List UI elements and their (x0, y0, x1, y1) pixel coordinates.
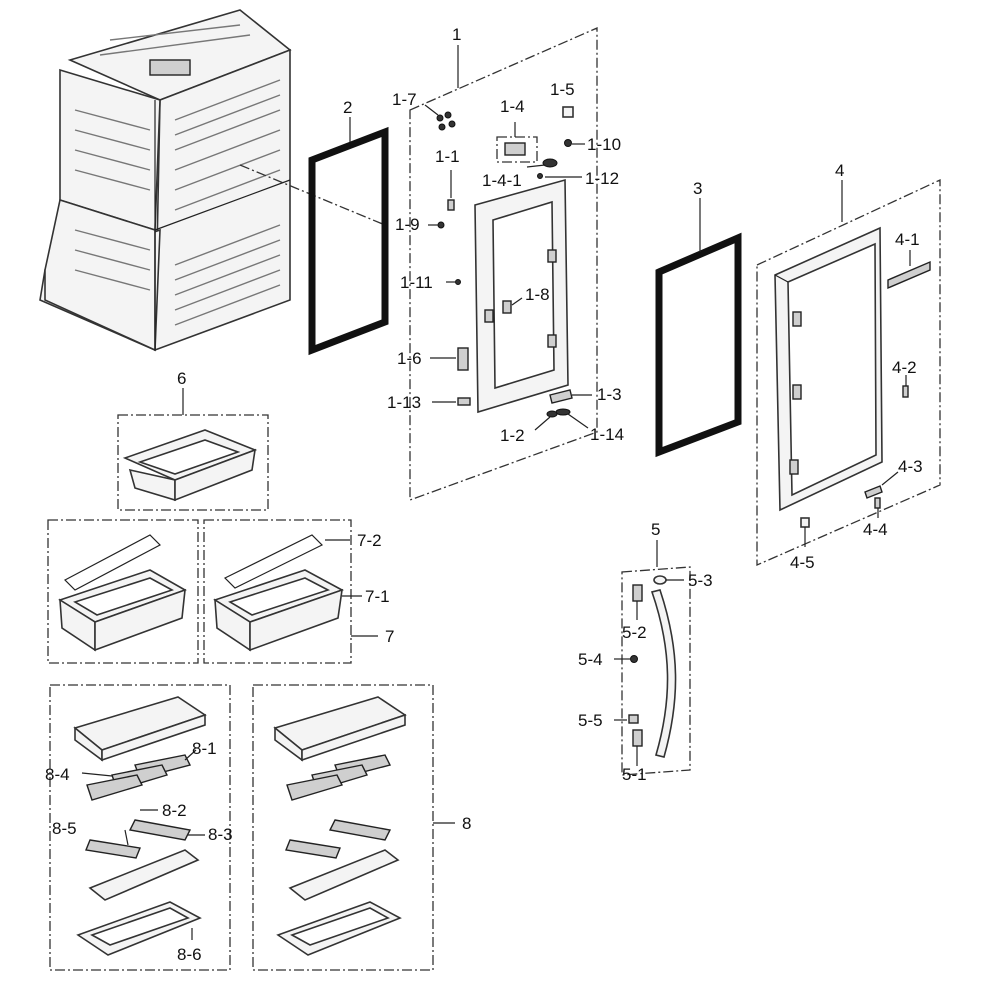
label-4-1: 4-1 (895, 230, 920, 249)
part-4-1-trim (887, 260, 931, 290)
label-2: 2 (343, 98, 352, 117)
part-1-10-screw (564, 139, 572, 147)
label-8-5: 8-5 (52, 819, 77, 838)
handle-boundary (621, 566, 691, 776)
label-7: 7 (385, 627, 394, 646)
part-5-4-screw (630, 655, 638, 663)
part-4-4-pin (874, 497, 881, 509)
part-1-1-stopper (447, 199, 455, 211)
label-1-10: 1-10 (587, 135, 621, 154)
label-7-2: 7-2 (357, 531, 382, 550)
part-4-2-pin (902, 385, 909, 398)
part-1-13-pad (457, 397, 471, 406)
part-1-14-washer (555, 408, 571, 416)
part-1-7-screws (436, 111, 456, 131)
door-handle (650, 589, 677, 758)
refrigerator-cabinet (39, 9, 292, 352)
label-1: 1 (452, 25, 461, 44)
label-6: 6 (177, 369, 186, 388)
label-3: 3 (693, 179, 702, 198)
label-8-2: 8-2 (162, 801, 187, 820)
label-1-5: 1-5 (550, 80, 575, 99)
label-1-13: 1-13 (387, 393, 421, 412)
door-gasket-right (655, 232, 742, 458)
bin-6-boundary (117, 414, 269, 511)
drawer-assembly-8b (273, 696, 407, 956)
label-4-2: 4-2 (892, 358, 917, 377)
part-4-5-cap (800, 517, 810, 528)
label-1-6: 1-6 (397, 349, 422, 368)
outer-door-panel (774, 226, 883, 512)
label-1-3: 1-3 (597, 385, 622, 404)
label-8-4: 8-4 (45, 765, 70, 784)
drawer-8b-boundary (252, 684, 434, 971)
label-1-9: 1-9 (395, 215, 420, 234)
door-assembly-boundary (409, 27, 598, 501)
door-bin-6 (122, 429, 258, 502)
door-bin-7a (58, 534, 187, 652)
label-1-7: 1-7 (392, 90, 417, 109)
label-4-3: 4-3 (898, 457, 923, 476)
label-8: 8 (462, 814, 471, 833)
label-5: 5 (651, 520, 660, 539)
label-1-12: 1-12 (585, 169, 619, 188)
part-5-3-cap (653, 575, 667, 585)
bin-7a-boundary (47, 519, 199, 664)
label-4: 4 (835, 161, 844, 180)
outer-door-boundary (756, 178, 941, 566)
part-5-2-bracket (632, 584, 643, 602)
label-5-1: 5-1 (622, 765, 647, 784)
part-1-9-screw (437, 221, 445, 229)
part-4-3-bracket (864, 485, 883, 499)
label-8-6: 8-6 (177, 945, 202, 964)
part-1-5-cap (562, 106, 574, 118)
label-4-5: 4-5 (790, 553, 815, 572)
part-1-4-1-washer (542, 158, 558, 168)
label-8-1: 8-1 (192, 739, 217, 758)
label-1-4: 1-4 (500, 97, 525, 116)
part-1-12-pin (537, 173, 543, 179)
inner-door-frame (474, 178, 569, 414)
label-1-4-1: 1-4-1 (482, 171, 522, 190)
drawer-8a-boundary (49, 684, 231, 971)
label-1-11: 1-11 (400, 273, 433, 292)
label-1-2: 1-2 (500, 426, 525, 445)
part-1-2-washer (546, 410, 558, 418)
label-5-5: 5-5 (578, 711, 603, 730)
part-5-1-bracket (632, 729, 643, 747)
part-1-4-bracket-box (496, 136, 538, 163)
part-1-11-screw (455, 279, 461, 285)
label-1-8: 1-8 (525, 285, 550, 304)
label-5-3: 5-3 (688, 571, 713, 590)
label-1-14: 1-14 (590, 425, 624, 444)
part-1-3-bracket (549, 389, 573, 404)
bin-7b-boundary (203, 519, 352, 664)
drawer-assembly-8a (73, 696, 207, 956)
part-1-8-hinge (502, 300, 512, 314)
label-1-1: 1-1 (435, 147, 460, 166)
label-8-3: 8-3 (208, 825, 233, 844)
label-5-2: 5-2 (622, 623, 647, 642)
label-5-4: 5-4 (578, 650, 603, 669)
part-1-6-hinge (457, 347, 469, 371)
label-7-1: 7-1 (365, 587, 390, 606)
label-4-4: 4-4 (863, 520, 888, 539)
door-gasket-left (308, 126, 389, 356)
door-bin-7b (213, 534, 344, 652)
part-5-5-screw (628, 714, 639, 724)
